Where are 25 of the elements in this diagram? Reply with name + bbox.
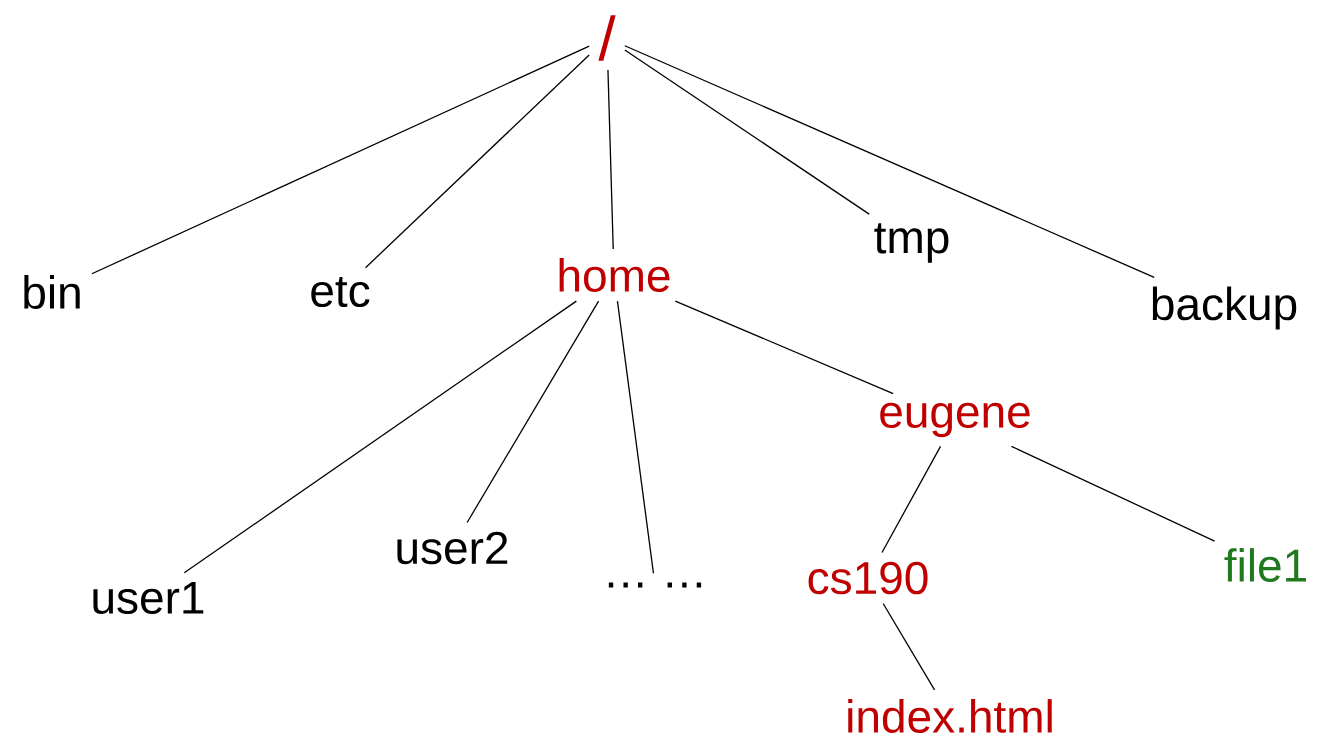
tree-line xyxy=(882,602,936,691)
tree-line xyxy=(674,300,894,395)
tree-line xyxy=(607,69,614,250)
tree-line xyxy=(183,300,577,574)
tree-line xyxy=(624,49,870,215)
tree-line xyxy=(466,300,600,524)
directory-label: … … xyxy=(608,582,702,588)
directory-label: etc xyxy=(311,276,370,308)
directory-label: / xyxy=(598,15,616,61)
directory-label: tmp xyxy=(874,223,949,263)
directory-label: bin xyxy=(24,275,80,309)
directory-label: home xyxy=(559,258,670,292)
tree-line xyxy=(1010,445,1216,542)
directory-label: eugene xyxy=(880,402,1030,438)
directory-label: user1 xyxy=(93,581,204,615)
tree-line xyxy=(624,45,1155,278)
tree-line xyxy=(881,445,942,554)
tree-line xyxy=(364,54,590,269)
directory-label: backup xyxy=(1152,286,1297,330)
tree-line xyxy=(91,45,590,275)
directory-label: cs190 xyxy=(808,561,928,595)
directory-label: index.html xyxy=(848,699,1052,733)
tree-line xyxy=(616,300,655,574)
directory-label: user2 xyxy=(397,531,508,565)
directory-label: file1 xyxy=(1224,548,1306,582)
